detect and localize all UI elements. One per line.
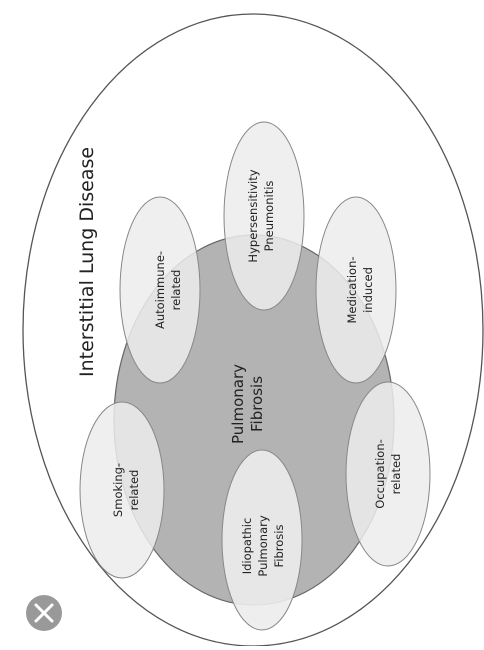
smoking-ellipse — [79, 401, 165, 579]
medication-ellipse — [315, 196, 397, 384]
idiopathic-ellipse — [221, 449, 303, 631]
occupation-ellipse — [345, 381, 431, 567]
occupation-label: Occupation- related — [373, 439, 403, 509]
occupation-line-2: related — [389, 454, 403, 495]
smoking-line-1: Smoking- — [111, 463, 125, 517]
ild-label: Interstitial Lung Disease — [76, 147, 98, 377]
medication-label: Medication- induced — [345, 256, 375, 323]
close-icon[interactable] — [34, 603, 54, 623]
medication-line-2: induced — [361, 267, 375, 313]
hypersensitivity-line-2: Pneumonitis — [262, 181, 276, 252]
core-label-line-2: Fibrosis — [248, 376, 266, 432]
autoimmune-ellipse — [119, 196, 201, 384]
hypersensitivity-line-1: Hypersensitivity — [246, 169, 260, 262]
smoking-label: Smoking- related — [111, 463, 141, 517]
autoimmune-line-2: related — [169, 270, 183, 311]
idiopathic-line-3: Fibrosis — [272, 525, 286, 568]
occupation-line-1: Occupation- — [373, 439, 387, 509]
hypersensitivity-label: Hypersensitivity Pneumonitis — [246, 169, 276, 262]
idiopathic-label: Idiopathic Pulmonary Fibrosis — [240, 515, 286, 577]
idiopathic-line-1: Idiopathic — [240, 518, 254, 575]
autoimmune-line-1: Autoimmune- — [153, 251, 167, 329]
medication-line-1: Medication- — [345, 256, 359, 323]
close-button[interactable] — [26, 595, 62, 631]
hypersensitivity-ellipse — [223, 121, 305, 311]
pulmonary-fibrosis-label: Pulmonary Fibrosis — [229, 364, 266, 444]
idiopathic-line-2: Pulmonary — [256, 515, 270, 577]
core-label-line-1: Pulmonary — [229, 364, 247, 444]
autoimmune-label: Autoimmune- related — [153, 251, 183, 329]
smoking-line-2: related — [127, 470, 141, 511]
